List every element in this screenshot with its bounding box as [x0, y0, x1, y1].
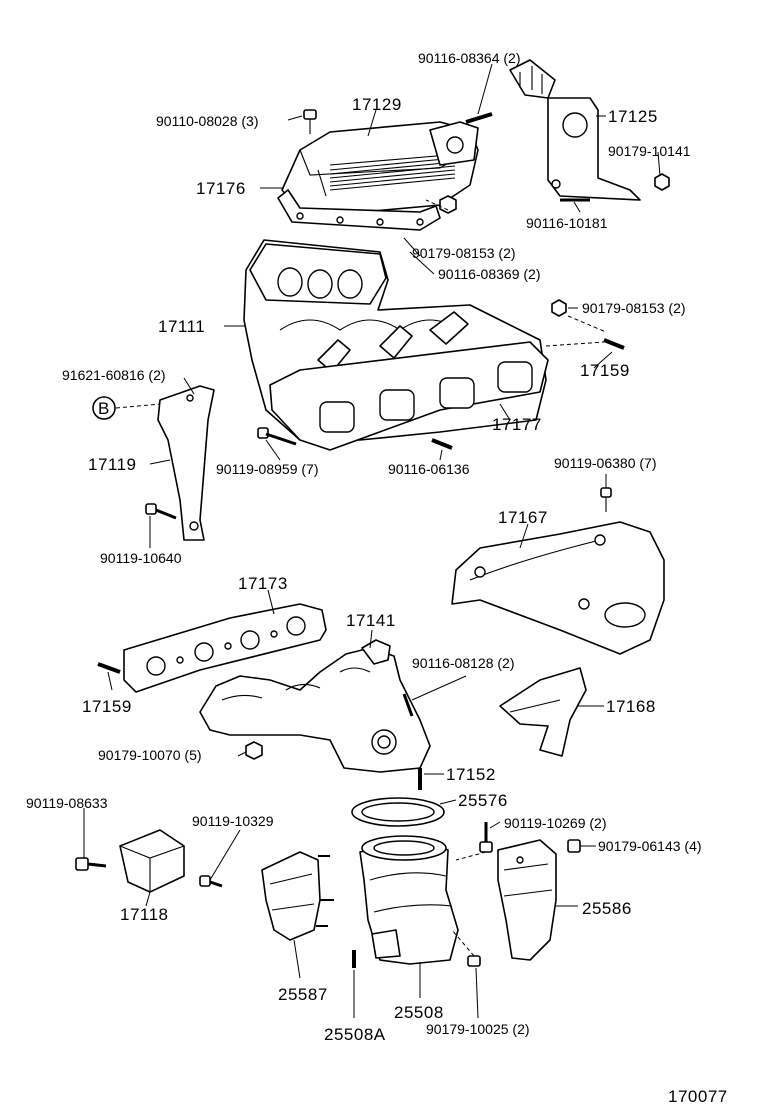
nut-90179-10070[interactable] — [245, 741, 263, 760]
label-90179-08153-upper: 90179-08153 (2) — [412, 245, 516, 261]
label-91621-60816: 91621-60816 (2) — [62, 367, 166, 383]
label-90179-08153-lower: 90179-08153 (2) — [582, 300, 686, 316]
exhaust-manifold-17141[interactable] — [199, 639, 431, 773]
label-17118: 17118 — [120, 905, 169, 924]
plenum-gasket-17176[interactable] — [277, 189, 441, 231]
bolt-90119-08959[interactable] — [257, 427, 297, 446]
manifold-stay-17118[interactable] — [119, 829, 185, 893]
label-17152: 17152 — [446, 765, 496, 784]
heat-insulator-17168[interactable] — [499, 667, 587, 757]
heat-insulator-25586[interactable] — [497, 839, 557, 961]
stud-90116-06136[interactable] — [431, 438, 453, 450]
label-17119: 17119 — [88, 455, 137, 474]
nut-90179-08153-lower[interactable] — [551, 299, 567, 317]
label-90119-06380: 90119-06380 (7) — [554, 455, 656, 471]
heat-insulator-17167[interactable] — [451, 521, 665, 655]
nut-90179-06143[interactable] — [567, 839, 581, 853]
diagram-code: 170077 — [668, 1087, 728, 1106]
manifold-gasket-17177[interactable] — [269, 341, 549, 451]
label-17176: 17176 — [196, 179, 246, 198]
stud-17159-upper[interactable] — [603, 338, 625, 350]
label-25576: 25576 — [458, 791, 508, 810]
label-90119-08959: 90119-08959 (7) — [216, 461, 318, 477]
stud-90116-08364[interactable] — [465, 112, 493, 124]
circle-marker-b: B — [92, 396, 116, 420]
bolt-90179-10025[interactable] — [467, 955, 481, 967]
bolt-90119-06380[interactable] — [600, 487, 612, 512]
nut-90179-08153-upper[interactable] — [439, 195, 457, 214]
label-17159-lower: 17159 — [82, 697, 132, 716]
label-90179-10025: 90179-10025 (2) — [426, 1021, 530, 1037]
label-17167: 17167 — [498, 508, 548, 527]
manifold-stay-17119[interactable] — [157, 385, 215, 541]
marker-b-text: B — [98, 399, 110, 418]
bolt-90110-08028[interactable] — [303, 109, 317, 134]
exhaust-pipe-25508[interactable] — [359, 835, 459, 965]
label-17177: 17177 — [492, 415, 542, 434]
label-90116-10181: 90116-10181 — [526, 215, 608, 231]
leader-lines — [83, 63, 661, 1019]
bolt-90119-10640[interactable] — [145, 503, 177, 520]
nut-90179-10141[interactable] — [654, 173, 670, 191]
label-17111: 17111 — [158, 317, 205, 336]
label-17168: 17168 — [606, 697, 656, 716]
label-17173: 17173 — [238, 574, 288, 593]
label-25587: 25587 — [278, 985, 328, 1004]
label-17129: 17129 — [352, 95, 402, 114]
label-90119-10329: 90119-10329 — [192, 813, 274, 829]
label-90116-08364: 90116-08364 (2) — [418, 50, 520, 66]
label-25508A: 25508A — [324, 1025, 386, 1044]
bolt-90119-10269[interactable] — [479, 822, 493, 853]
label-25508: 25508 — [394, 1003, 444, 1022]
part-labels: 90116-08364 (2) 90110-08028 (3) 17129 17… — [26, 50, 728, 1106]
label-90119-10640: 90119-10640 — [100, 550, 182, 566]
label-90179-10141: 90179-10141 — [608, 143, 691, 159]
label-17125: 17125 — [608, 107, 658, 126]
bracket-17125[interactable] — [509, 59, 641, 201]
bolt-90119-10329[interactable] — [199, 875, 223, 888]
label-90116-06136: 90116-06136 — [388, 461, 470, 477]
label-90179-10070: 90179-10070 (5) — [98, 747, 202, 763]
label-90119-08633: 90119-08633 — [26, 795, 108, 811]
label-90116-08369: 90116-08369 (2) — [438, 266, 540, 282]
label-17141: 17141 — [346, 611, 396, 630]
intake-plenum-17129[interactable] — [281, 121, 479, 216]
label-25586: 25586 — [582, 899, 632, 918]
label-90110-08028: 90110-08028 (3) — [156, 113, 258, 129]
heat-insulator-25587[interactable] — [261, 851, 334, 941]
stud-17159-lower[interactable] — [97, 662, 121, 674]
label-90179-06143: 90179-06143 (4) — [598, 838, 702, 854]
label-90119-10269: 90119-10269 (2) — [504, 815, 606, 831]
label-90116-08128: 90116-08128 (2) — [412, 655, 514, 671]
label-17159-upper: 17159 — [580, 361, 630, 380]
exhaust-gasket-17173[interactable] — [123, 603, 327, 693]
bolt-90119-08633[interactable] — [75, 857, 107, 871]
exhaust-gasket-25576[interactable] — [351, 797, 445, 827]
stud-90116-08128[interactable] — [402, 693, 414, 717]
